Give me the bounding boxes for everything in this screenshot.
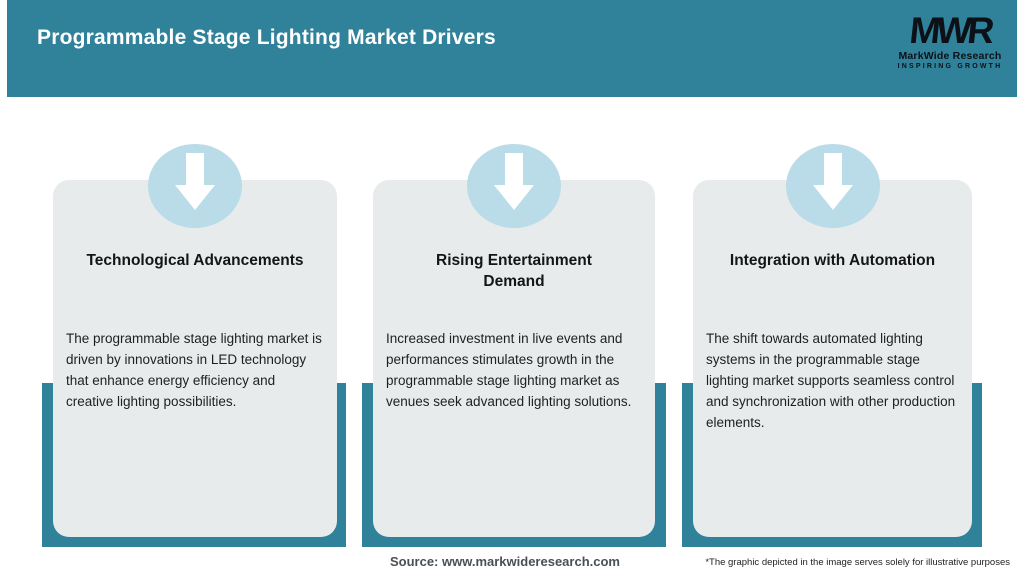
- driver-card-integration-with-automation: Integration with Automation The shift to…: [693, 180, 972, 537]
- arrow-head: [175, 185, 215, 210]
- source-attribution: Source: www.markwideresearch.com: [389, 554, 620, 569]
- card-title: Technological Advancements: [86, 252, 304, 269]
- logo-name: MarkWide Research: [898, 50, 1002, 62]
- down-arrow-icon: [467, 144, 561, 228]
- arrow-head: [813, 185, 853, 210]
- card-body: The programmable stage lighting market i…: [66, 331, 322, 409]
- arrow-head: [494, 185, 534, 210]
- card-body: Increased investment in live events and …: [386, 331, 632, 409]
- arrow-stem: [505, 153, 523, 185]
- logo-tagline: INSPIRING GROWTH: [897, 63, 1003, 70]
- mwr-monogram-icon: MWR: [907, 10, 993, 51]
- card-body: The shift towards automated lighting sys…: [706, 331, 956, 430]
- driver-card-rising-entertainment-demand: Rising Entertainment Demand Increased in…: [373, 180, 655, 537]
- driver-card-technological-advancements: Technological Advancements The programma…: [53, 180, 337, 537]
- arrow-stem: [186, 153, 204, 185]
- card-title: Rising Entertainment Demand: [436, 252, 592, 290]
- card-title: Integration with Automation: [729, 252, 936, 269]
- disclaimer-note: *The graphic depicted in the image serve…: [705, 557, 1010, 568]
- header-bar: Programmable Stage Lighting Market Drive…: [7, 0, 1017, 97]
- page-title: Programmable Stage Lighting Market Drive…: [37, 26, 496, 49]
- down-arrow-icon: [148, 144, 242, 228]
- markwide-research-logo: MWR MarkWide Research INSPIRING GROWTH: [895, 10, 1005, 70]
- arrow-stem: [824, 153, 842, 185]
- down-arrow-icon: [786, 144, 880, 228]
